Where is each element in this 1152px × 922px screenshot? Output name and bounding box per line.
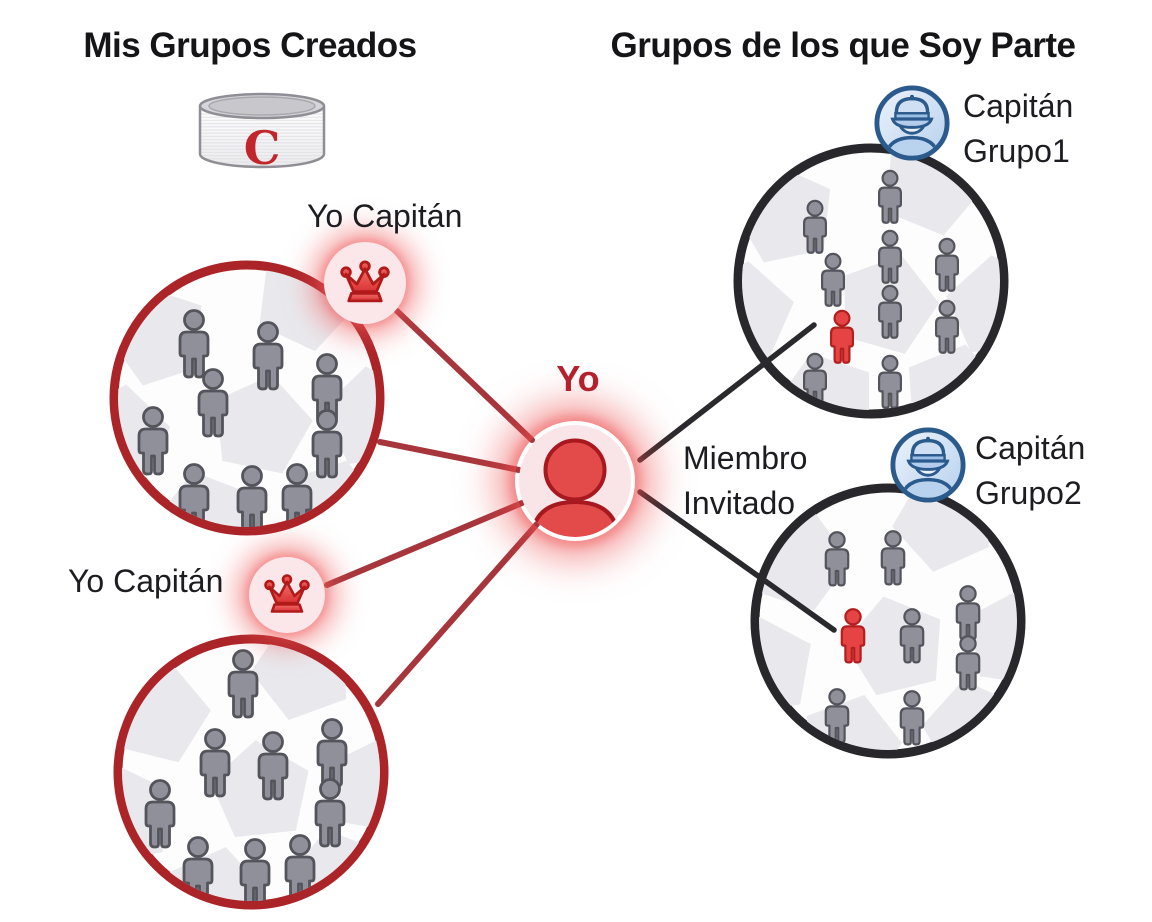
miembro-line: Miembro bbox=[683, 440, 808, 476]
link-me-to-created-1 bbox=[377, 439, 522, 473]
my-captain-crown-badge-2 bbox=[249, 557, 325, 633]
capitan-grupo1-label: Capitán Grupo1 bbox=[963, 84, 1073, 174]
crown-icon bbox=[264, 574, 310, 613]
captain-armband-icon: C bbox=[198, 92, 326, 175]
capitan-line: Capitán bbox=[975, 430, 1086, 466]
grupo2-line: Grupo2 bbox=[975, 475, 1082, 511]
capitan-grupo2-label: Capitán Grupo2 bbox=[975, 426, 1085, 516]
link-me-to-created-1-crown bbox=[394, 308, 535, 443]
grupo1-line: Grupo1 bbox=[963, 133, 1070, 169]
miembro-invitado-label: Miembro Invitado bbox=[683, 436, 807, 526]
my-captain-crown-badge-1 bbox=[324, 242, 406, 324]
invitado-line: Invitado bbox=[683, 485, 796, 521]
armband-letter: C bbox=[244, 121, 281, 175]
captain-grupo1-avatar-icon bbox=[874, 85, 950, 161]
yo-capitan-label-1: Yo Capitán bbox=[307, 198, 463, 234]
me-node bbox=[515, 421, 635, 541]
link-me-to-created-2 bbox=[375, 521, 540, 707]
yo-capitan-label-2: Yo Capitán bbox=[68, 563, 224, 599]
title-my-created-groups: Mis Grupos Creados bbox=[83, 26, 417, 65]
me-person-icon bbox=[519, 425, 631, 537]
crown-icon bbox=[340, 260, 390, 303]
title-groups-i-belong-to: Grupos de los que Soy Parte bbox=[610, 26, 1076, 65]
group-circle-joined-1 bbox=[733, 143, 1009, 419]
capitan-line: Capitán bbox=[963, 88, 1074, 124]
captain-grupo2-avatar-icon bbox=[890, 427, 966, 503]
group-circle-created-1 bbox=[109, 260, 385, 536]
me-label: Yo bbox=[556, 358, 600, 399]
group-circle-created-2 bbox=[113, 634, 389, 910]
